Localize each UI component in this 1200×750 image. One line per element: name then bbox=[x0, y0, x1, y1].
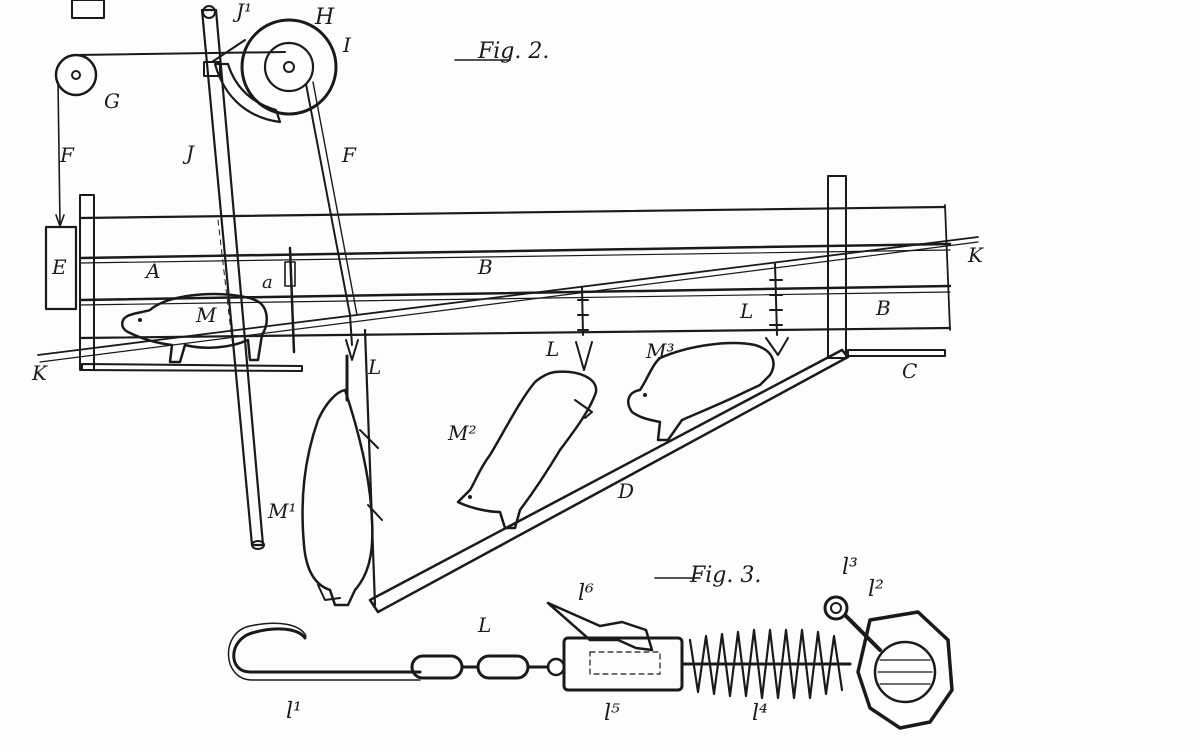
hanger-l-1 bbox=[345, 314, 359, 402]
hanger-l-3 bbox=[765, 263, 789, 356]
label-j1: J¹ bbox=[232, 0, 252, 23]
rope-g-h bbox=[75, 51, 286, 56]
grip-head bbox=[856, 610, 954, 730]
label-c: C bbox=[902, 359, 917, 383]
label-k-right: K bbox=[967, 243, 984, 267]
label-a-lower: a bbox=[262, 272, 273, 293]
label-a-upper: A bbox=[144, 259, 160, 283]
fig3-hook-assembly bbox=[227, 595, 954, 730]
pig-m1 bbox=[301, 388, 383, 607]
top-box bbox=[71, 0, 105, 19]
label-l3: l³ bbox=[842, 555, 858, 580]
pulley-g bbox=[54, 53, 98, 97]
inclined-plane-d bbox=[368, 348, 850, 614]
label-l1: l¹ bbox=[286, 699, 302, 724]
floor-c bbox=[847, 349, 946, 357]
chain-link-1 bbox=[410, 654, 464, 680]
fig2-mechanism bbox=[37, 0, 979, 614]
label-l-fig3: L bbox=[477, 613, 491, 637]
label-m1: M¹ bbox=[267, 499, 297, 523]
weight-e bbox=[44, 225, 78, 311]
hook bbox=[232, 627, 422, 674]
label-g: G bbox=[104, 89, 120, 113]
hanger-l-2 bbox=[575, 286, 593, 371]
label-e: E bbox=[51, 255, 67, 279]
lever-j bbox=[200, 5, 265, 550]
rope-f-right bbox=[305, 83, 351, 316]
label-m: M bbox=[195, 303, 217, 327]
beam-ab bbox=[78, 175, 952, 371]
label-l5: l⁵ bbox=[604, 701, 620, 726]
pig-m bbox=[121, 292, 268, 364]
label-l-1: L bbox=[367, 355, 381, 379]
label-f-left: F bbox=[59, 143, 75, 167]
label-j: J bbox=[182, 141, 195, 165]
pig-m2 bbox=[456, 370, 598, 530]
cable-k bbox=[37, 236, 979, 356]
rope-f-left bbox=[57, 81, 61, 226]
label-l4: l⁴ bbox=[752, 701, 768, 726]
stop-a bbox=[284, 246, 296, 354]
label-l-3: L bbox=[739, 299, 753, 323]
fig3-title: Fig. 3. bbox=[689, 563, 761, 588]
wheel-h bbox=[211, 18, 338, 124]
label-l6: l⁶ bbox=[578, 581, 594, 606]
pig-m3 bbox=[627, 341, 775, 442]
label-l-2: L bbox=[545, 337, 559, 361]
label-k-left: K bbox=[31, 361, 48, 385]
chain-link-2 bbox=[476, 654, 530, 680]
fig2-title: Fig. 2. bbox=[477, 39, 549, 64]
latch-body bbox=[562, 636, 684, 692]
latch-l6 bbox=[546, 601, 654, 652]
floor-left bbox=[81, 363, 303, 372]
label-h: H bbox=[314, 5, 335, 30]
label-f-right: F bbox=[341, 143, 357, 167]
rod-l2 bbox=[844, 614, 882, 652]
label-d: D bbox=[617, 479, 634, 503]
label-m3: M³ bbox=[645, 339, 675, 363]
label-b-right: B bbox=[875, 296, 891, 320]
label-b-mid: B bbox=[477, 255, 493, 279]
label-l2: l² bbox=[868, 577, 884, 602]
label-m2: M² bbox=[447, 421, 477, 445]
label-i: I bbox=[342, 33, 352, 57]
ring-l3 bbox=[823, 595, 849, 621]
